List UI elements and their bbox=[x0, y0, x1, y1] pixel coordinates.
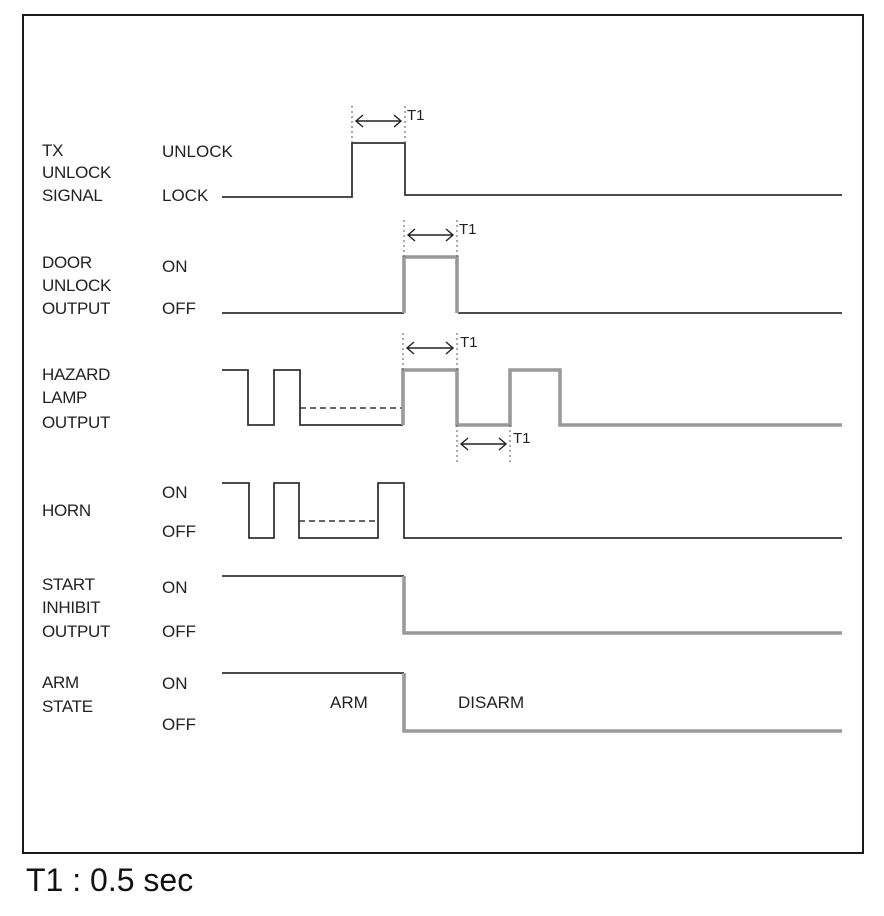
signal-name-line: OUTPUT bbox=[42, 299, 110, 318]
signal-name-line: HAZARD bbox=[42, 365, 110, 384]
signal-name-line: STATE bbox=[42, 697, 93, 716]
signal-name-line: ARM bbox=[42, 673, 79, 692]
row-arm-state: ARM STATE ON OFF ARM DISARM bbox=[42, 672, 842, 734]
interval-arrow bbox=[405, 341, 455, 355]
state-label-low: OFF bbox=[162, 622, 196, 641]
signal-name-line: UNLOCK bbox=[42, 276, 112, 295]
state-label-high: ON bbox=[162, 483, 188, 502]
signal-name-line: LAMP bbox=[42, 388, 87, 407]
diagram-frame bbox=[22, 14, 864, 854]
hazard-waveform-flashing bbox=[222, 369, 403, 426]
start-inhibit-waveform-off bbox=[402, 576, 842, 635]
horn-waveform bbox=[222, 482, 842, 539]
interval-arrow bbox=[459, 437, 508, 451]
row-start-inhibit-output: START INHIBIT OUTPUT ON OFF bbox=[42, 575, 842, 641]
signal-name-line: HORN bbox=[42, 501, 91, 520]
state-label-low: OFF bbox=[162, 522, 196, 541]
interval-label: T1 bbox=[513, 430, 531, 447]
tx-unlock-waveform bbox=[222, 142, 842, 198]
signal-name-line: INHIBIT bbox=[42, 598, 100, 617]
signal-name-line: START bbox=[42, 575, 95, 594]
state-label-high: ON bbox=[162, 674, 188, 693]
row-hazard-lamp-output: HAZARD LAMP OUTPUT T1 T1 bbox=[42, 333, 842, 463]
disarm-label: DISARM bbox=[458, 693, 524, 712]
interval-label: T1 bbox=[459, 221, 477, 238]
state-label-low: OFF bbox=[162, 299, 196, 318]
row-door-unlock-output: DOOR UNLOCK OUTPUT ON OFF T1 bbox=[42, 220, 842, 318]
state-label-high: UNLOCK bbox=[162, 142, 234, 161]
arm-state-waveform-off bbox=[402, 673, 842, 733]
footnote-t1-duration: T1 : 0.5 sec bbox=[26, 862, 194, 898]
row-tx-unlock-signal: TX UNLOCK SIGNAL UNLOCK LOCK T1 bbox=[42, 106, 842, 205]
hazard-waveform-answer-back bbox=[401, 368, 842, 427]
signal-name-line: SIGNAL bbox=[42, 186, 103, 205]
state-label-low: LOCK bbox=[162, 186, 209, 205]
state-label-high: ON bbox=[162, 578, 188, 597]
signal-name-line: UNLOCK bbox=[42, 163, 112, 182]
interval-label: T1 bbox=[460, 334, 478, 351]
interval-label: T1 bbox=[407, 107, 425, 124]
state-label-high: ON bbox=[162, 257, 188, 276]
signal-name-line: OUTPUT bbox=[42, 622, 110, 641]
state-label-low: OFF bbox=[162, 715, 196, 734]
interval-arrow bbox=[406, 228, 455, 242]
signal-name-line: OUTPUT bbox=[42, 413, 110, 432]
signal-name-line: TX bbox=[42, 141, 63, 160]
signal-name-line: DOOR bbox=[42, 253, 92, 272]
interval-arrow bbox=[354, 114, 403, 128]
arm-label: ARM bbox=[330, 693, 368, 712]
row-horn: HORN ON OFF bbox=[42, 482, 842, 541]
door-unlock-waveform-pulse bbox=[402, 255, 459, 313]
